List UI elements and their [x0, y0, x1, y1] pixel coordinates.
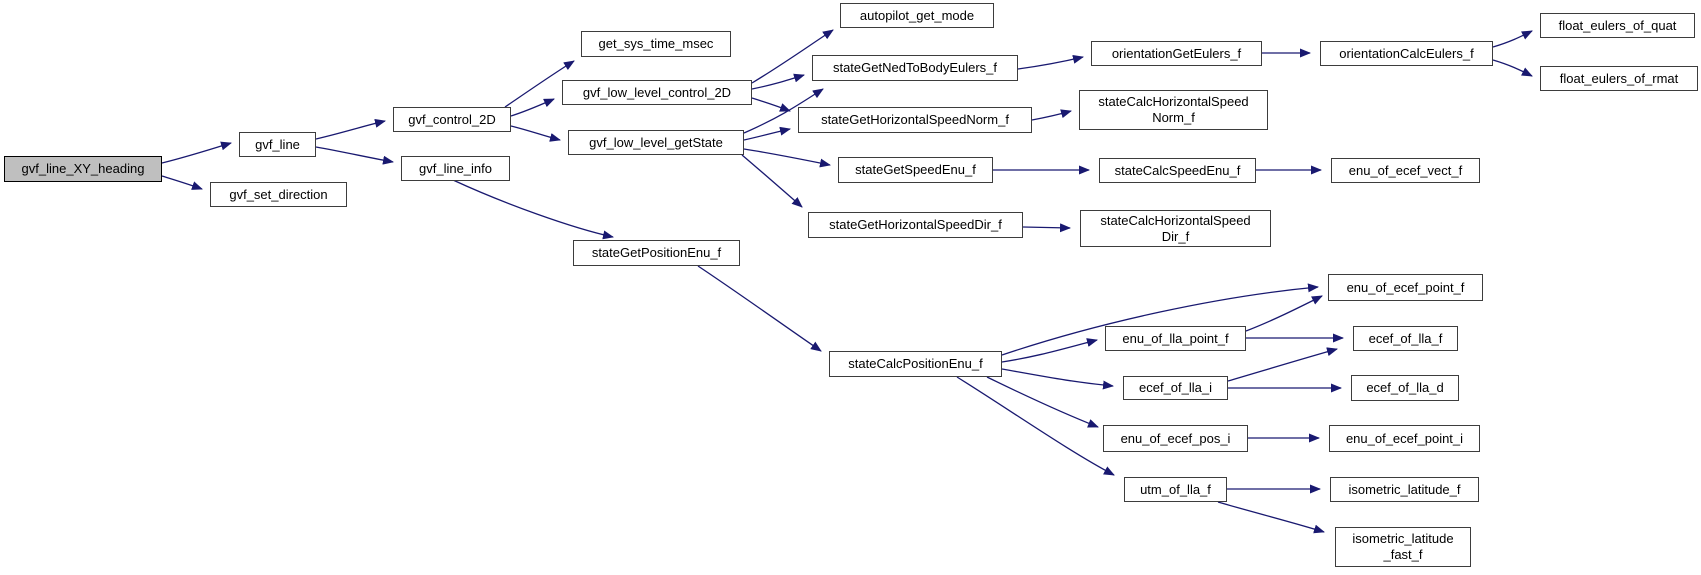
edge-ecef_of_lla_i-to-ecef_of_lla_f [1227, 347, 1338, 382]
edge-gvf_control_2D-to-get_sys_time_msec [504, 60, 575, 108]
node-ecef_of_lla_f[interactable]: ecef_of_lla_f [1353, 326, 1458, 351]
node-enu_of_ecef_vect_f[interactable]: enu_of_ecef_vect_f [1331, 158, 1480, 183]
node-float_eulers_of_quat[interactable]: float_eulers_of_quat [1540, 13, 1695, 38]
edge-gvf_line-to-gvf_line_info [315, 146, 394, 165]
node-stateCalcSpeedEnu_f[interactable]: stateCalcSpeedEnu_f [1099, 158, 1256, 183]
edge-stateCalcPositionEnu_f-to-utm_of_lla_f [956, 376, 1115, 476]
edge-stateCalcPositionEnu_f-to-enu_of_ecef_point_f [1001, 283, 1319, 356]
node-gvf_line_XY_heading[interactable]: gvf_line_XY_heading [4, 156, 162, 182]
node-stateGetHorizontalSpeedNorm_f[interactable]: stateGetHorizontalSpeedNorm_f [798, 107, 1032, 133]
node-get_sys_time_msec[interactable]: get_sys_time_msec [581, 31, 731, 57]
edge-orientationCalcEulers_f-to-float_eulers_of_quat [1492, 30, 1533, 48]
edge-gvf_low_level_getState-to-stateGetHorizontalSpeedDir_f [741, 154, 803, 208]
edge-gvf_low_level_control_2D-to-autopilot_get_mode [751, 29, 834, 84]
edge-gvf_low_level_control_2D-to-stateGetHorizontalSpeedNorm_f [751, 97, 791, 112]
node-orientationCalcEulers_f[interactable]: orientationCalcEulers_f [1320, 41, 1493, 66]
edge-gvf_control_2D-to-gvf_low_level_getState [510, 125, 561, 142]
edge-gvf_line-to-gvf_control_2D [315, 118, 386, 140]
node-stateCalcPositionEnu_f[interactable]: stateCalcPositionEnu_f [829, 351, 1002, 377]
node-utm_of_lla_f[interactable]: utm_of_lla_f [1124, 477, 1227, 502]
edge-utm_of_lla_f-to-isometric_latitude_fast_f [1217, 501, 1325, 534]
node-gvf_line_info[interactable]: gvf_line_info [401, 156, 510, 181]
edge-stateGetNedToBodyEulers_f-to-orientationGetEulers_f [1017, 54, 1084, 70]
edge-gvf_low_level_getState-to-stateGetHorizontalSpeedNorm_f [743, 126, 791, 141]
edge-gvf_low_level_getState-to-stateGetSpeedEnu_f [743, 148, 831, 168]
node-isometric_latitude_fast_f[interactable]: isometric_latitude_fast_f [1335, 527, 1471, 567]
node-gvf_line[interactable]: gvf_line [239, 132, 316, 157]
node-gvf_set_direction[interactable]: gvf_set_direction [210, 182, 347, 207]
node-enu_of_ecef_point_i[interactable]: enu_of_ecef_point_i [1329, 425, 1480, 452]
node-gvf_low_level_getState[interactable]: gvf_low_level_getState [568, 130, 744, 155]
node-stateGetPositionEnu_f[interactable]: stateGetPositionEnu_f [573, 240, 740, 266]
edge-stateCalcPositionEnu_f-to-ecef_of_lla_i [1001, 368, 1114, 390]
edge-gvf_control_2D-to-gvf_low_level_control_2D [510, 98, 555, 117]
node-ecef_of_lla_i[interactable]: ecef_of_lla_i [1123, 376, 1228, 400]
node-stateGetSpeedEnu_f[interactable]: stateGetSpeedEnu_f [838, 157, 993, 183]
node-gvf_control_2D[interactable]: gvf_control_2D [393, 107, 511, 132]
node-gvf_low_level_control_2D[interactable]: gvf_low_level_control_2D [562, 80, 752, 105]
edge-gvf_line_XY_heading-to-gvf_line [161, 141, 232, 164]
node-enu_of_lla_point_f[interactable]: enu_of_lla_point_f [1105, 326, 1246, 351]
node-orientationGetEulers_f[interactable]: orientationGetEulers_f [1091, 41, 1262, 66]
node-float_eulers_of_rmat[interactable]: float_eulers_of_rmat [1540, 66, 1698, 91]
node-enu_of_ecef_point_f[interactable]: enu_of_ecef_point_f [1328, 274, 1483, 301]
edge-gvf_low_level_getState-to-stateGetNedToBodyEulers_f [743, 88, 824, 134]
node-stateGetHorizontalSpeedDir_f[interactable]: stateGetHorizontalSpeedDir_f [808, 212, 1023, 238]
edge-orientationCalcEulers_f-to-float_eulers_of_rmat [1492, 59, 1533, 77]
edge-stateCalcPositionEnu_f-to-enu_of_lla_point_f [1001, 338, 1098, 363]
edge-stateGetHorizontalSpeedDir_f-to-stateCalcHorizontalSpeedDir_f [1022, 223, 1071, 233]
edge-stateGetPositionEnu_f-to-stateCalcPositionEnu_f [697, 265, 822, 352]
edge-stateGetHorizontalSpeedNorm_f-to-stateCalcHorizontalSpeedNorm_f [1031, 109, 1072, 121]
node-ecef_of_lla_d[interactable]: ecef_of_lla_d [1351, 375, 1459, 401]
edge-gvf_line_XY_heading-to-gvf_set_direction [161, 175, 203, 190]
node-autopilot_get_mode[interactable]: autopilot_get_mode [840, 3, 994, 28]
edge-stateCalcPositionEnu_f-to-enu_of_ecef_pos_i [986, 376, 1099, 428]
node-enu_of_ecef_pos_i[interactable]: enu_of_ecef_pos_i [1103, 425, 1248, 452]
node-isometric_latitude_f[interactable]: isometric_latitude_f [1330, 477, 1479, 502]
edge-gvf_low_level_control_2D-to-stateGetNedToBodyEulers_f [751, 73, 805, 90]
edge-enu_of_lla_point_f-to-enu_of_ecef_point_f [1245, 295, 1323, 332]
edge-gvf_line_info-to-stateGetPositionEnu_f [452, 179, 614, 240]
node-stateGetNedToBodyEulers_f[interactable]: stateGetNedToBodyEulers_f [812, 55, 1018, 81]
